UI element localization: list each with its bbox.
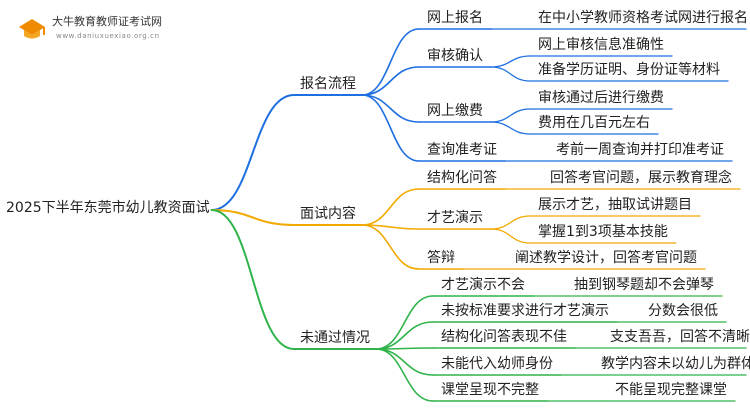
connector-root-branch [210,209,295,226]
detail-explain-design: 阐述教学设计，回答考官问题 [515,250,697,266]
detail-not-child-centered: 教学内容未以幼儿为群体 [601,356,750,372]
branch-failure-cases: 未通过情况 [300,330,370,346]
connector-item-detail [490,55,531,68]
item-structured-qa: 结构化问答 [427,170,497,186]
book-logo-icon [19,19,45,39]
detail-low-score: 分数会很低 [648,303,718,319]
item-online-payment: 网上缴费 [427,103,483,119]
connector-item-detail [490,66,531,82]
item-nonstandard-demo: 未按标准要求进行才艺演示 [441,303,609,319]
detail-basic-skills: 掌握1到3项基本技能 [538,224,668,240]
connector-branch-item [361,94,420,123]
connector-branch-item [375,295,434,350]
item-admission-ticket: 查询准考证 [427,142,497,158]
connector-root-branch [210,94,295,211]
detail-prepare-documents: 准备学历证明、身份证等材料 [538,62,720,78]
detail-registration-site: 在中小学教师资格考试网进行报名 [538,10,748,26]
item-no-teacher-role: 未能代入幼师身份 [441,356,553,372]
detail-pay-after-review: 审核通过后进行缴费 [538,90,664,106]
connector-branch-item [361,224,420,270]
connector-root-branch [210,209,295,350]
connector-branch-item [361,66,420,96]
logo-url: www.daniuxuexiao.org.cn [56,32,160,40]
item-talent-demo: 才艺演示 [427,210,483,226]
connector-item-detail [490,108,531,123]
item-online-registration: 网上报名 [427,10,483,26]
item-incomplete-class: 课堂呈现不完整 [441,382,539,398]
detail-show-talent: 展示才艺，抽取试讲题目 [538,197,692,213]
detail-piano-problem: 抽到钢琴题却不会弹琴 [574,277,714,293]
item-poor-qa: 结构化问答表现不佳 [441,329,567,345]
connector-item-detail [490,215,531,230]
detail-answer-examiner: 回答考官问题，展示教育理念 [550,170,732,186]
detail-verify-info: 网上审核信息准确性 [538,37,664,53]
connector-item-detail [490,121,531,135]
item-review-confirmation: 审核确认 [427,48,483,64]
connector-branch-item [361,28,420,96]
branch-interview-content: 面试内容 [300,206,356,222]
detail-incomplete-class: 不能呈现完整课堂 [615,382,727,398]
connector-branch-item [375,321,434,350]
branch-registration-process: 报名流程 [300,76,356,92]
logo-title: 大牛教育教师证考试网 [52,15,162,28]
connector-item-detail [490,228,531,244]
item-defense: 答辩 [427,250,455,266]
detail-print-ticket: 考前一周查询并打印准考证 [556,142,724,158]
item-no-talent: 才艺演示不会 [441,277,525,293]
connector-branch-item [361,94,420,162]
connector-branch-item [361,188,420,226]
connector-branch-item [375,348,434,402]
detail-fee-amount: 费用在几百元左右 [538,115,650,131]
connector-branch-item [375,348,434,376]
detail-unclear-answer: 支支吾吾，回答不清晰 [610,329,750,345]
root-topic: 2025下半年东莞市幼儿教资面试 [6,200,210,216]
